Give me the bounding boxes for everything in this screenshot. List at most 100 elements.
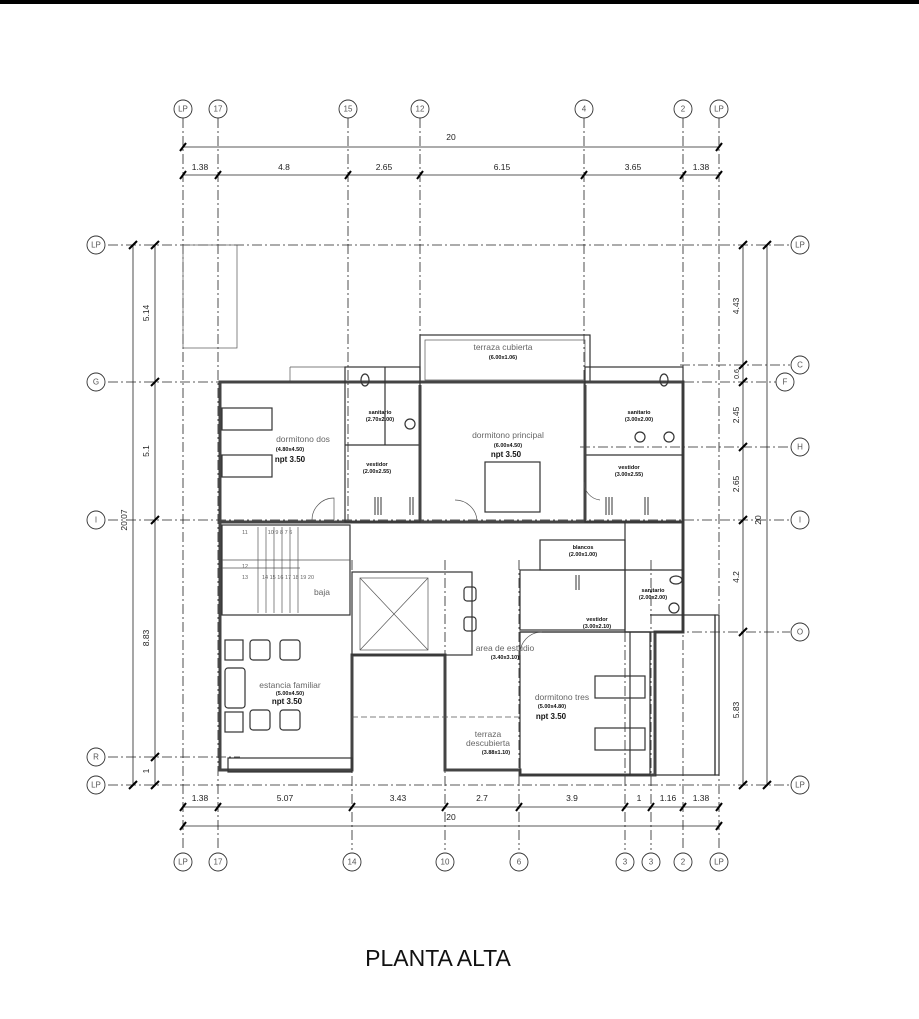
- grid-bubbles-bottom: LP 17 14 10 6 3 3 2 LP: [173, 852, 729, 872]
- svg-text:1.38: 1.38: [693, 793, 710, 803]
- svg-text:vestidor: vestidor: [618, 465, 640, 471]
- dimensions-left: 20.07 5.14 5.1 8.83 1: [119, 240, 160, 790]
- svg-text:4.8: 4.8: [278, 162, 290, 172]
- svg-text:12: 12: [242, 564, 248, 570]
- svg-text:H: H: [797, 443, 803, 452]
- svg-text:12: 12: [416, 105, 425, 114]
- svg-text:8.83: 8.83: [141, 629, 151, 646]
- plan-title: PLANTA ALTA: [365, 945, 511, 971]
- svg-text:terraza: terraza: [475, 729, 502, 739]
- svg-text:3.43: 3.43: [390, 793, 407, 803]
- svg-text:estancia familiar: estancia familiar: [259, 680, 321, 690]
- svg-text:area de estudio: area de estudio: [476, 643, 535, 653]
- svg-text:20.07: 20.07: [119, 509, 129, 531]
- svg-text:G: G: [93, 378, 99, 387]
- svg-text:5.14: 5.14: [141, 304, 151, 321]
- svg-text:I: I: [95, 516, 97, 525]
- svg-text:4.43: 4.43: [731, 297, 741, 314]
- svg-text:3: 3: [649, 858, 654, 867]
- svg-text:17: 17: [214, 105, 223, 114]
- svg-text:2.45: 2.45: [731, 406, 741, 423]
- svg-text:(2.70x2.00): (2.70x2.00): [366, 417, 394, 423]
- svg-text:blancos: blancos: [573, 545, 594, 551]
- svg-text:dormitono principal: dormitono principal: [472, 430, 544, 440]
- svg-text:2.7: 2.7: [476, 793, 488, 803]
- svg-text:(6.00x1.06): (6.00x1.06): [489, 355, 517, 361]
- dimensions-bottom: 1.38 5.07 3.43 2.7 3.9 1 1.16 1.38 20: [179, 793, 723, 831]
- fixtures: [221, 373, 683, 751]
- svg-text:F: F: [783, 378, 788, 387]
- svg-text:0.6: 0.6: [734, 369, 741, 379]
- grid-bubbles-right: LP C F H I O LP: [775, 235, 810, 795]
- grid-bubbles-left: LP G I R LP: [86, 235, 106, 795]
- svg-text:2.65: 2.65: [376, 162, 393, 172]
- svg-text:I: I: [799, 516, 801, 525]
- svg-text:(2.00x2.00): (2.00x2.00): [639, 595, 667, 601]
- svg-text:npt 3.50: npt 3.50: [536, 712, 567, 721]
- svg-text:npt 3.50: npt 3.50: [491, 450, 522, 459]
- svg-text:(6.00x4.50): (6.00x4.50): [494, 443, 522, 449]
- svg-text:3: 3: [623, 858, 628, 867]
- svg-text:sanitario: sanitario: [369, 410, 393, 416]
- svg-text:2: 2: [681, 105, 686, 114]
- svg-text:R: R: [93, 753, 99, 762]
- svg-text:20: 20: [446, 132, 456, 142]
- svg-text:3.9: 3.9: [566, 793, 578, 803]
- svg-text:1: 1: [141, 768, 151, 773]
- svg-text:6.15: 6.15: [494, 162, 511, 172]
- svg-text:sanitario: sanitario: [642, 588, 666, 594]
- svg-text:LP: LP: [795, 241, 805, 250]
- svg-text:10 9 8 7 6: 10 9 8 7 6: [268, 530, 293, 536]
- svg-text:15: 15: [344, 105, 353, 114]
- svg-text:O: O: [797, 628, 803, 637]
- svg-text:5.07: 5.07: [277, 793, 294, 803]
- svg-text:terraza cubierta: terraza cubierta: [473, 342, 532, 352]
- svg-text:vestidor: vestidor: [366, 462, 388, 468]
- svg-text:2: 2: [681, 858, 686, 867]
- dimensions-right: 4.43 0.6 2.45 2.65 4.2 5.83 20: [731, 240, 772, 790]
- svg-text:descubierta: descubierta: [466, 738, 510, 748]
- svg-text:(3.00x2.10): (3.00x2.10): [583, 624, 611, 630]
- dimensions-top: 20 1.38 4.8 2.65 6.15 3.65 1.38: [179, 132, 723, 180]
- svg-text:(2.00x2.55): (2.00x2.55): [363, 469, 391, 475]
- svg-text:20: 20: [753, 515, 763, 525]
- room-labels: terraza cubierta (6.00x1.06) dormitono d…: [242, 342, 667, 756]
- svg-text:LP: LP: [714, 105, 724, 114]
- svg-text:dormitono dos: dormitono dos: [276, 434, 330, 444]
- svg-text:LP: LP: [178, 105, 188, 114]
- svg-text:LP: LP: [178, 858, 188, 867]
- svg-text:20: 20: [446, 812, 456, 822]
- svg-text:(3.00x2.55): (3.00x2.55): [615, 472, 643, 478]
- svg-text:1.38: 1.38: [192, 793, 209, 803]
- svg-text:4.2: 4.2: [731, 571, 741, 583]
- svg-text:1.16: 1.16: [660, 793, 677, 803]
- svg-text:(3.00x2.00): (3.00x2.00): [625, 417, 653, 423]
- svg-text:npt 3.50: npt 3.50: [272, 697, 303, 706]
- svg-text:14 15 16 17 18 19 20: 14 15 16 17 18 19 20: [262, 575, 314, 581]
- svg-text:17: 17: [214, 858, 223, 867]
- svg-text:LP: LP: [795, 781, 805, 790]
- svg-text:11: 11: [242, 530, 248, 536]
- svg-text:14: 14: [348, 858, 357, 867]
- svg-text:6: 6: [517, 858, 522, 867]
- svg-text:13: 13: [242, 575, 248, 581]
- svg-text:5.1: 5.1: [141, 445, 151, 457]
- svg-text:dormitono tres: dormitono tres: [535, 692, 589, 702]
- svg-text:5.83: 5.83: [731, 701, 741, 718]
- grid-bubbles-top: LP 17 15 12 4 2 LP: [173, 99, 729, 119]
- svg-text:4: 4: [582, 105, 587, 114]
- svg-text:(5.00x4.80): (5.00x4.80): [538, 704, 566, 710]
- svg-text:vestidor: vestidor: [586, 617, 608, 623]
- svg-text:(3.88x1.10): (3.88x1.10): [482, 750, 510, 756]
- svg-text:baja: baja: [314, 587, 330, 597]
- svg-text:C: C: [797, 361, 803, 370]
- svg-text:1: 1: [637, 793, 642, 803]
- svg-text:LP: LP: [91, 781, 101, 790]
- svg-text:1.38: 1.38: [192, 162, 209, 172]
- svg-text:(2.00x1.00): (2.00x1.00): [569, 552, 597, 558]
- svg-text:LP: LP: [714, 858, 724, 867]
- top-border: [0, 0, 919, 4]
- svg-text:sanitario: sanitario: [628, 410, 652, 416]
- walls: [182, 244, 720, 777]
